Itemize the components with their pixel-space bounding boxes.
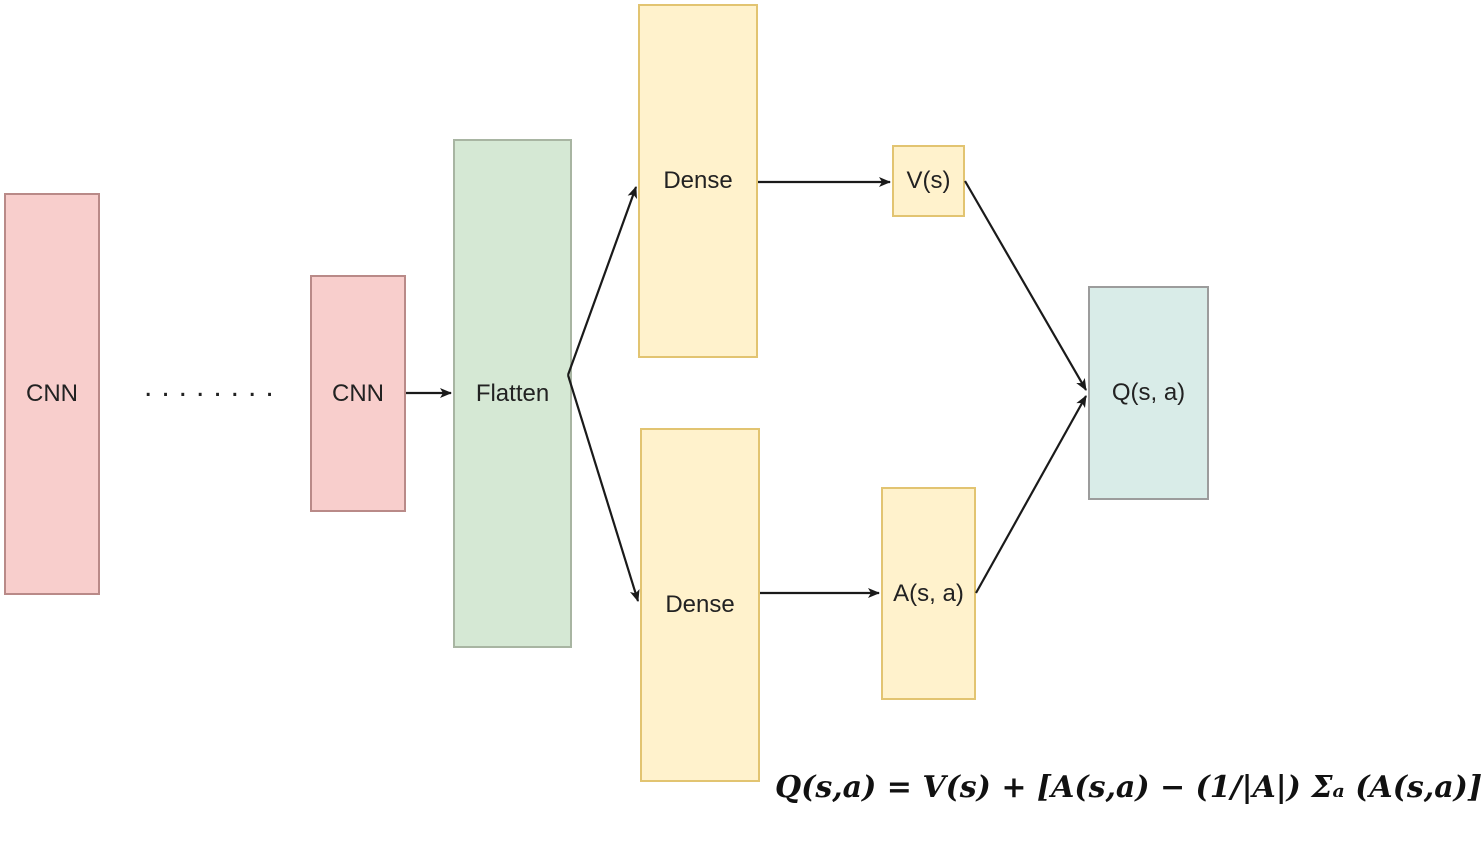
cnn-first-label: CNN (26, 380, 78, 407)
q-output-label: Q(s, a) (1111, 379, 1186, 406)
arrow-flatten-to-dense-advantage (566, 374, 640, 602)
dense-value-label: Dense (663, 167, 733, 194)
advantage-label: A(s, a) (893, 579, 964, 607)
flatten-label: Flatten (475, 379, 550, 407)
dense-layer-value: Dense (638, 4, 758, 358)
dueling-formula: Q(s,a) = V(s) + [A(s,a) − (1/|A|) Σₐ (A(… (775, 770, 1482, 805)
value-label: V(s) (906, 167, 951, 194)
dense-advantage-label: Dense (665, 591, 735, 618)
cnn-layer-last: CNN (310, 275, 406, 512)
dense-layer-advantage: Dense (640, 428, 760, 782)
advantage-node: A(s, a) (881, 487, 976, 700)
value-node: V(s) (892, 145, 965, 217)
arrow-advantage-to-q (975, 395, 1087, 594)
flatten-layer: Flatten (453, 139, 572, 648)
q-output-node: Q(s, a) (1088, 286, 1209, 500)
connection-arrows (406, 177, 1087, 602)
ellipsis-dots: ........ (144, 370, 283, 403)
cnn-layer-first: CNN (4, 193, 100, 595)
arrow-flatten-to-dense-value (566, 186, 638, 376)
cnn-last-label: CNN (332, 379, 384, 407)
arrow-value-to-q (964, 180, 1087, 391)
